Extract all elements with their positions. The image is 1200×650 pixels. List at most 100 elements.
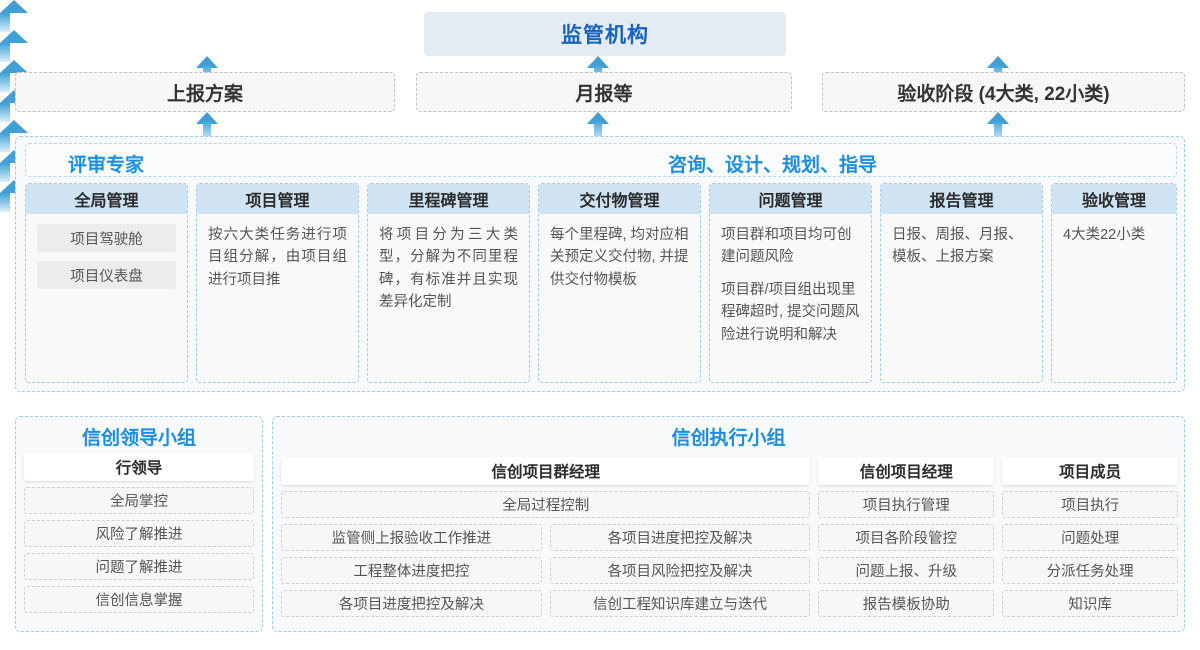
report-box-plan[interactable]: 上报方案 xyxy=(15,72,395,112)
role-header-project-manager[interactable]: 信创项目经理 xyxy=(818,457,995,485)
column-paragraph: 项目群和项目均可创建问题风险 xyxy=(721,227,852,266)
duty-item[interactable]: 项目执行管理 xyxy=(818,491,995,518)
arrow-head-icon xyxy=(196,112,218,124)
column-paragraph: 将项目分为三大类型，分解为不同里程碑，有标准并且实现差异化定制 xyxy=(379,227,518,311)
duty-item[interactable]: 工程整体进度把控 xyxy=(281,557,542,584)
capability-column-acceptance[interactable]: 验收管理 4大类22小类 xyxy=(1051,183,1177,383)
arrow-head-icon xyxy=(0,120,28,133)
duty-item[interactable]: 全局掌控 xyxy=(24,487,254,514)
project-member-column: 项目成员 项目执行 问题处理 分派任务处理 知识库 xyxy=(1002,457,1178,623)
duty-item[interactable]: 信创工程知识库建立与迭代 xyxy=(549,590,811,617)
arrow-head-icon xyxy=(196,56,218,68)
capability-panel: 评审专家 咨询、设计、规划、指导 全局管理 项目驾驶舱 项目仪表盘 项目管理 按… xyxy=(15,136,1185,392)
arrow-head-icon xyxy=(587,112,609,124)
arrow-shaft xyxy=(0,133,10,152)
report-box-acceptance[interactable]: 验收阶段 (4大类, 22小类) xyxy=(822,72,1185,112)
column-body: 项目群和项目均可创建问题风险 项目群/项目组出现里程碑超时, 提交问题风险进行说… xyxy=(710,214,871,346)
leading-group-title: 信创领导小组 xyxy=(81,428,196,449)
arrow-report-to-regulator-1 xyxy=(196,112,218,140)
arrow-to-column-5 xyxy=(0,120,28,152)
exec-group-title: 信创执行小组 xyxy=(671,428,786,449)
duty-item[interactable]: 项目各阶段管控 xyxy=(818,524,995,551)
exec-group-panel: 信创执行小组 信创项目群经理 全局过程控制 监管侧上报验收工作推进 工程整体进度… xyxy=(272,416,1185,632)
duty-item[interactable]: 信创信息掌握 xyxy=(24,586,254,613)
column-body: 日报、周报、月报、模板、上报方案 xyxy=(881,214,1042,269)
column-title: 验收管理 xyxy=(1052,184,1176,214)
program-manager-left-col: 监管侧上报验收工作推进 工程整体进度把控 各项目进度把控及解决 xyxy=(281,524,542,623)
column-title: 问题管理 xyxy=(710,184,871,214)
column-title: 全局管理 xyxy=(26,184,187,214)
report-box-monthly[interactable]: 月报等 xyxy=(416,72,792,112)
capability-column-report[interactable]: 报告管理 日报、周报、月报、模板、上报方案 xyxy=(880,183,1043,383)
duty-item[interactable]: 风险了解推进 xyxy=(24,520,254,547)
arrow-shaft xyxy=(594,122,602,140)
arrow-head-icon xyxy=(0,30,28,43)
column-title: 报告管理 xyxy=(881,184,1042,214)
capability-column-deliverable[interactable]: 交付物管理 每个里程碑, 均对应相关预定义交付物, 并提供交付物模板 xyxy=(538,183,701,383)
duty-item[interactable]: 问题了解推进 xyxy=(24,553,254,580)
arrow-shaft xyxy=(994,122,1002,140)
capability-column-issue[interactable]: 问题管理 项目群和项目均可创建问题风险 项目群/项目组出现里程碑超时, 提交问题… xyxy=(709,183,872,383)
column-body: 将项目分为三大类型，分解为不同里程碑，有标准并且实现差异化定制 xyxy=(368,214,529,314)
role-header-project-member[interactable]: 项目成员 xyxy=(1002,457,1178,485)
arrow-to-column-2 xyxy=(0,30,28,62)
arrow-shaft xyxy=(0,73,10,92)
arrow-shaft xyxy=(0,103,10,122)
leading-group-panel: 信创领导小组 行领导 全局掌控 风险了解推进 问题了解推进 信创信息掌握 xyxy=(15,416,263,632)
project-manager-column: 信创项目经理 项目执行管理 项目各阶段管控 问题上报、升级 报告模板协助 xyxy=(818,457,995,623)
arrow-shaft xyxy=(0,193,10,212)
review-expert-label: 评审专家 xyxy=(68,155,145,176)
column-body: 项目驾驶舱 项目仪表盘 xyxy=(26,214,187,289)
duty-item[interactable]: 分派任务处理 xyxy=(1002,557,1178,584)
arrow-shaft xyxy=(0,163,10,182)
capability-column-global[interactable]: 全局管理 项目驾驶舱 项目仪表盘 xyxy=(25,183,188,383)
duty-item[interactable]: 问题处理 xyxy=(1002,524,1178,551)
capability-pill[interactable]: 项目驾驶舱 xyxy=(37,224,176,252)
capability-panel-header: 评审专家 咨询、设计、规划、指导 xyxy=(25,143,1177,177)
duty-item[interactable]: 项目执行 xyxy=(1002,491,1178,518)
arrow-report-to-regulator-3 xyxy=(987,112,1009,140)
column-body: 按六大类任务进行项目组分解，由项目组进行项目推 xyxy=(197,214,358,291)
arrow-shaft xyxy=(203,122,211,140)
consulting-label: 咨询、设计、规划、指导 xyxy=(668,155,878,176)
duty-item[interactable]: 问题上报、升级 xyxy=(818,557,995,584)
role-header-bank-leader[interactable]: 行领导 xyxy=(24,453,254,481)
column-body: 4大类22小类 xyxy=(1052,214,1176,246)
arrow-shaft xyxy=(0,13,10,32)
duty-item[interactable]: 各项目风险把控及解决 xyxy=(549,557,811,584)
duty-item[interactable]: 各项目进度把控及解决 xyxy=(281,590,542,617)
arrow-head-icon xyxy=(0,0,28,13)
arrow-shaft xyxy=(0,43,10,62)
arrow-report-to-regulator-2 xyxy=(587,112,609,140)
capability-pill[interactable]: 项目仪表盘 xyxy=(37,261,176,289)
program-manager-right-col: 各项目进度把控及解决 各项目风险把控及解决 信创工程知识库建立与迭代 xyxy=(549,524,811,623)
report-row: 上报方案 月报等 验收阶段 (4大类, 22小类) xyxy=(0,72,1200,112)
arrow-to-column-3 xyxy=(0,60,28,92)
role-header-program-manager[interactable]: 信创项目群经理 xyxy=(281,457,811,485)
capability-column-project[interactable]: 项目管理 按六大类任务进行项目组分解，由项目组进行项目推 xyxy=(196,183,359,383)
duty-item[interactable]: 报告模板协助 xyxy=(818,590,995,617)
arrow-head-icon xyxy=(987,56,1009,68)
regulator-label: 监管机构 xyxy=(561,24,649,47)
duty-item-global-process[interactable]: 全局过程控制 xyxy=(281,491,811,518)
column-title: 交付物管理 xyxy=(539,184,700,214)
regulator-banner: 监管机构 xyxy=(424,12,786,56)
duty-item[interactable]: 监管侧上报验收工作推进 xyxy=(281,524,542,551)
duty-item[interactable]: 知识库 xyxy=(1002,590,1178,617)
program-manager-grid: 监管侧上报验收工作推进 工程整体进度把控 各项目进度把控及解决 各项目进度把控及… xyxy=(281,524,811,623)
duty-item[interactable]: 各项目进度把控及解决 xyxy=(549,524,811,551)
column-paragraph: 日报、周报、月报、模板、上报方案 xyxy=(892,227,1023,266)
arrow-head-icon xyxy=(987,112,1009,124)
capability-column-milestone[interactable]: 里程碑管理 将项目分为三大类型，分解为不同里程碑，有标准并且实现差异化定制 xyxy=(367,183,530,383)
arrow-head-icon xyxy=(587,56,609,68)
column-paragraph: 4大类22小类 xyxy=(1063,227,1146,243)
exec-columns: 信创项目群经理 全局过程控制 监管侧上报验收工作推进 工程整体进度把控 各项目进… xyxy=(281,457,1178,623)
arrow-head-icon xyxy=(0,60,28,73)
column-title: 项目管理 xyxy=(197,184,358,214)
program-manager-column: 信创项目群经理 全局过程控制 监管侧上报验收工作推进 工程整体进度把控 各项目进… xyxy=(281,457,811,623)
column-paragraph: 每个里程碑, 均对应相关预定义交付物, 并提供交付物模板 xyxy=(550,227,689,288)
column-body: 每个里程碑, 均对应相关预定义交付物, 并提供交付物模板 xyxy=(539,214,700,291)
column-paragraph: 按六大类任务进行项目组分解，由项目组进行项目推 xyxy=(208,227,347,288)
arrow-to-column-1 xyxy=(0,0,28,32)
